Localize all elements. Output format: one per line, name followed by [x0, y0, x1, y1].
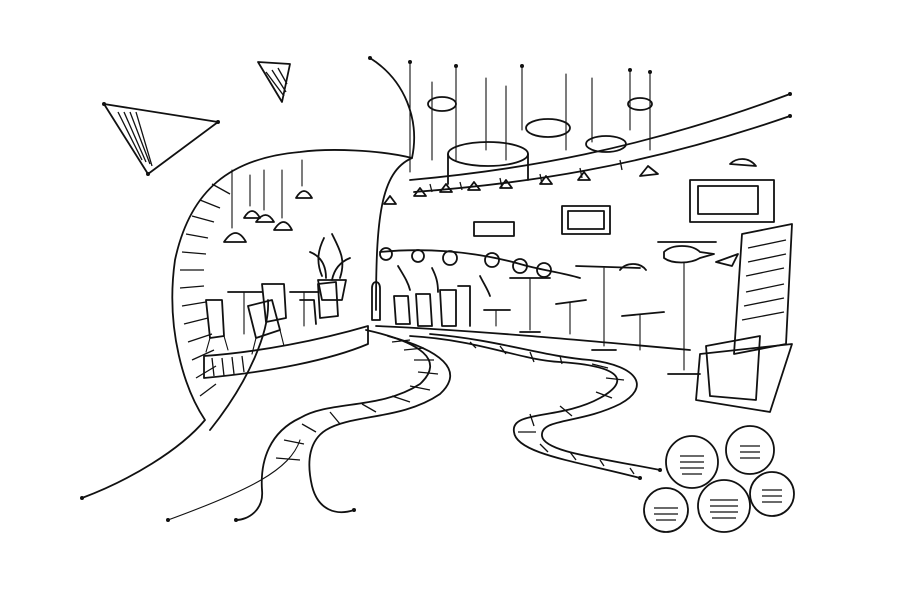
display-stands — [483, 263, 665, 351]
wall-spotlights — [383, 158, 757, 205]
pendant-lamps — [223, 159, 313, 243]
ceiling-cylinders — [409, 61, 653, 185]
seating-pods — [643, 425, 795, 533]
floating-triangle-small — [257, 61, 291, 103]
ink-dots — [80, 56, 792, 522]
cafe-furniture — [205, 281, 339, 355]
ceiling-band — [375, 93, 791, 351]
floating-triangle-left — [103, 103, 219, 175]
cafe-platform — [203, 325, 369, 379]
curving-walkway — [167, 329, 661, 521]
plant — [309, 233, 351, 301]
leaning-panel — [695, 223, 793, 413]
arch-wall — [81, 57, 415, 499]
exhibit-figures — [371, 281, 471, 327]
track-models — [379, 247, 581, 297]
helicopter-model — [657, 241, 739, 375]
wall-frames — [473, 179, 775, 237]
